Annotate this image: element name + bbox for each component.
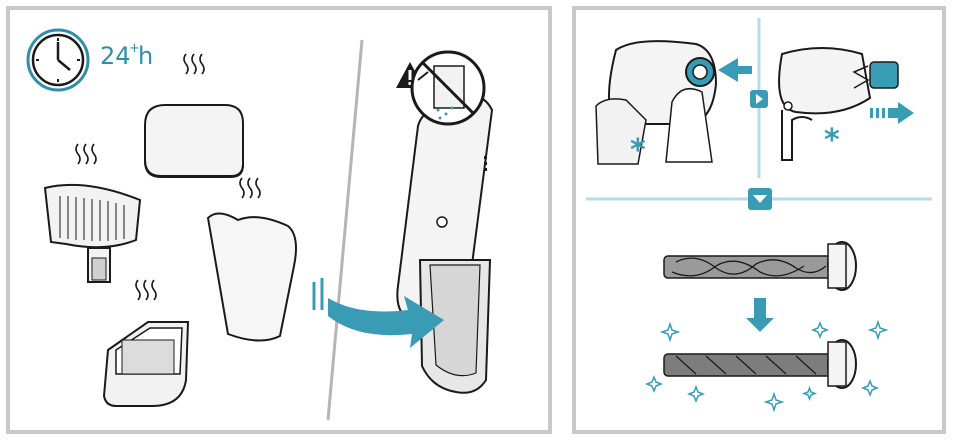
brushroll-clean <box>663 339 857 389</box>
drying-illustration: 24 + h <box>26 28 494 421</box>
bin-cover <box>206 212 297 342</box>
step-next-icon <box>750 90 768 108</box>
cyclone-filter <box>43 183 142 283</box>
asterisk-left-icon: * <box>630 133 646 168</box>
timer-value: 24 <box>100 42 131 70</box>
timer-unit: h <box>138 42 153 70</box>
no-water-icon <box>410 50 486 126</box>
vacuum-handheld <box>396 95 494 394</box>
cleaning-illustration: * * <box>586 18 932 413</box>
sparkle-icon <box>644 319 889 413</box>
pull-arrow-icon <box>870 102 914 124</box>
heat-wave-icon <box>75 53 261 301</box>
brushroll-dirty <box>663 241 857 291</box>
down-arrow-icon <box>746 298 774 332</box>
svg-text:*: * <box>630 133 646 168</box>
remove-brushroll-scene <box>595 40 718 165</box>
drying-instructions-panel: 24 + h <box>6 6 552 434</box>
pull-brushroll-scene <box>778 47 899 161</box>
brushroll-cleaning-panel: * * <box>572 6 946 434</box>
push-arrow-icon <box>718 58 752 82</box>
timer-superscript: + <box>129 41 140 56</box>
svg-text:*: * <box>824 123 840 158</box>
clock-icon <box>26 28 90 92</box>
asterisk-right-icon: * <box>824 123 840 158</box>
divider-line <box>326 39 364 421</box>
insert-arrow-icon <box>312 278 444 348</box>
hepa-filter <box>102 321 190 407</box>
foam-filter <box>144 104 244 178</box>
step-down-icon <box>748 188 772 210</box>
